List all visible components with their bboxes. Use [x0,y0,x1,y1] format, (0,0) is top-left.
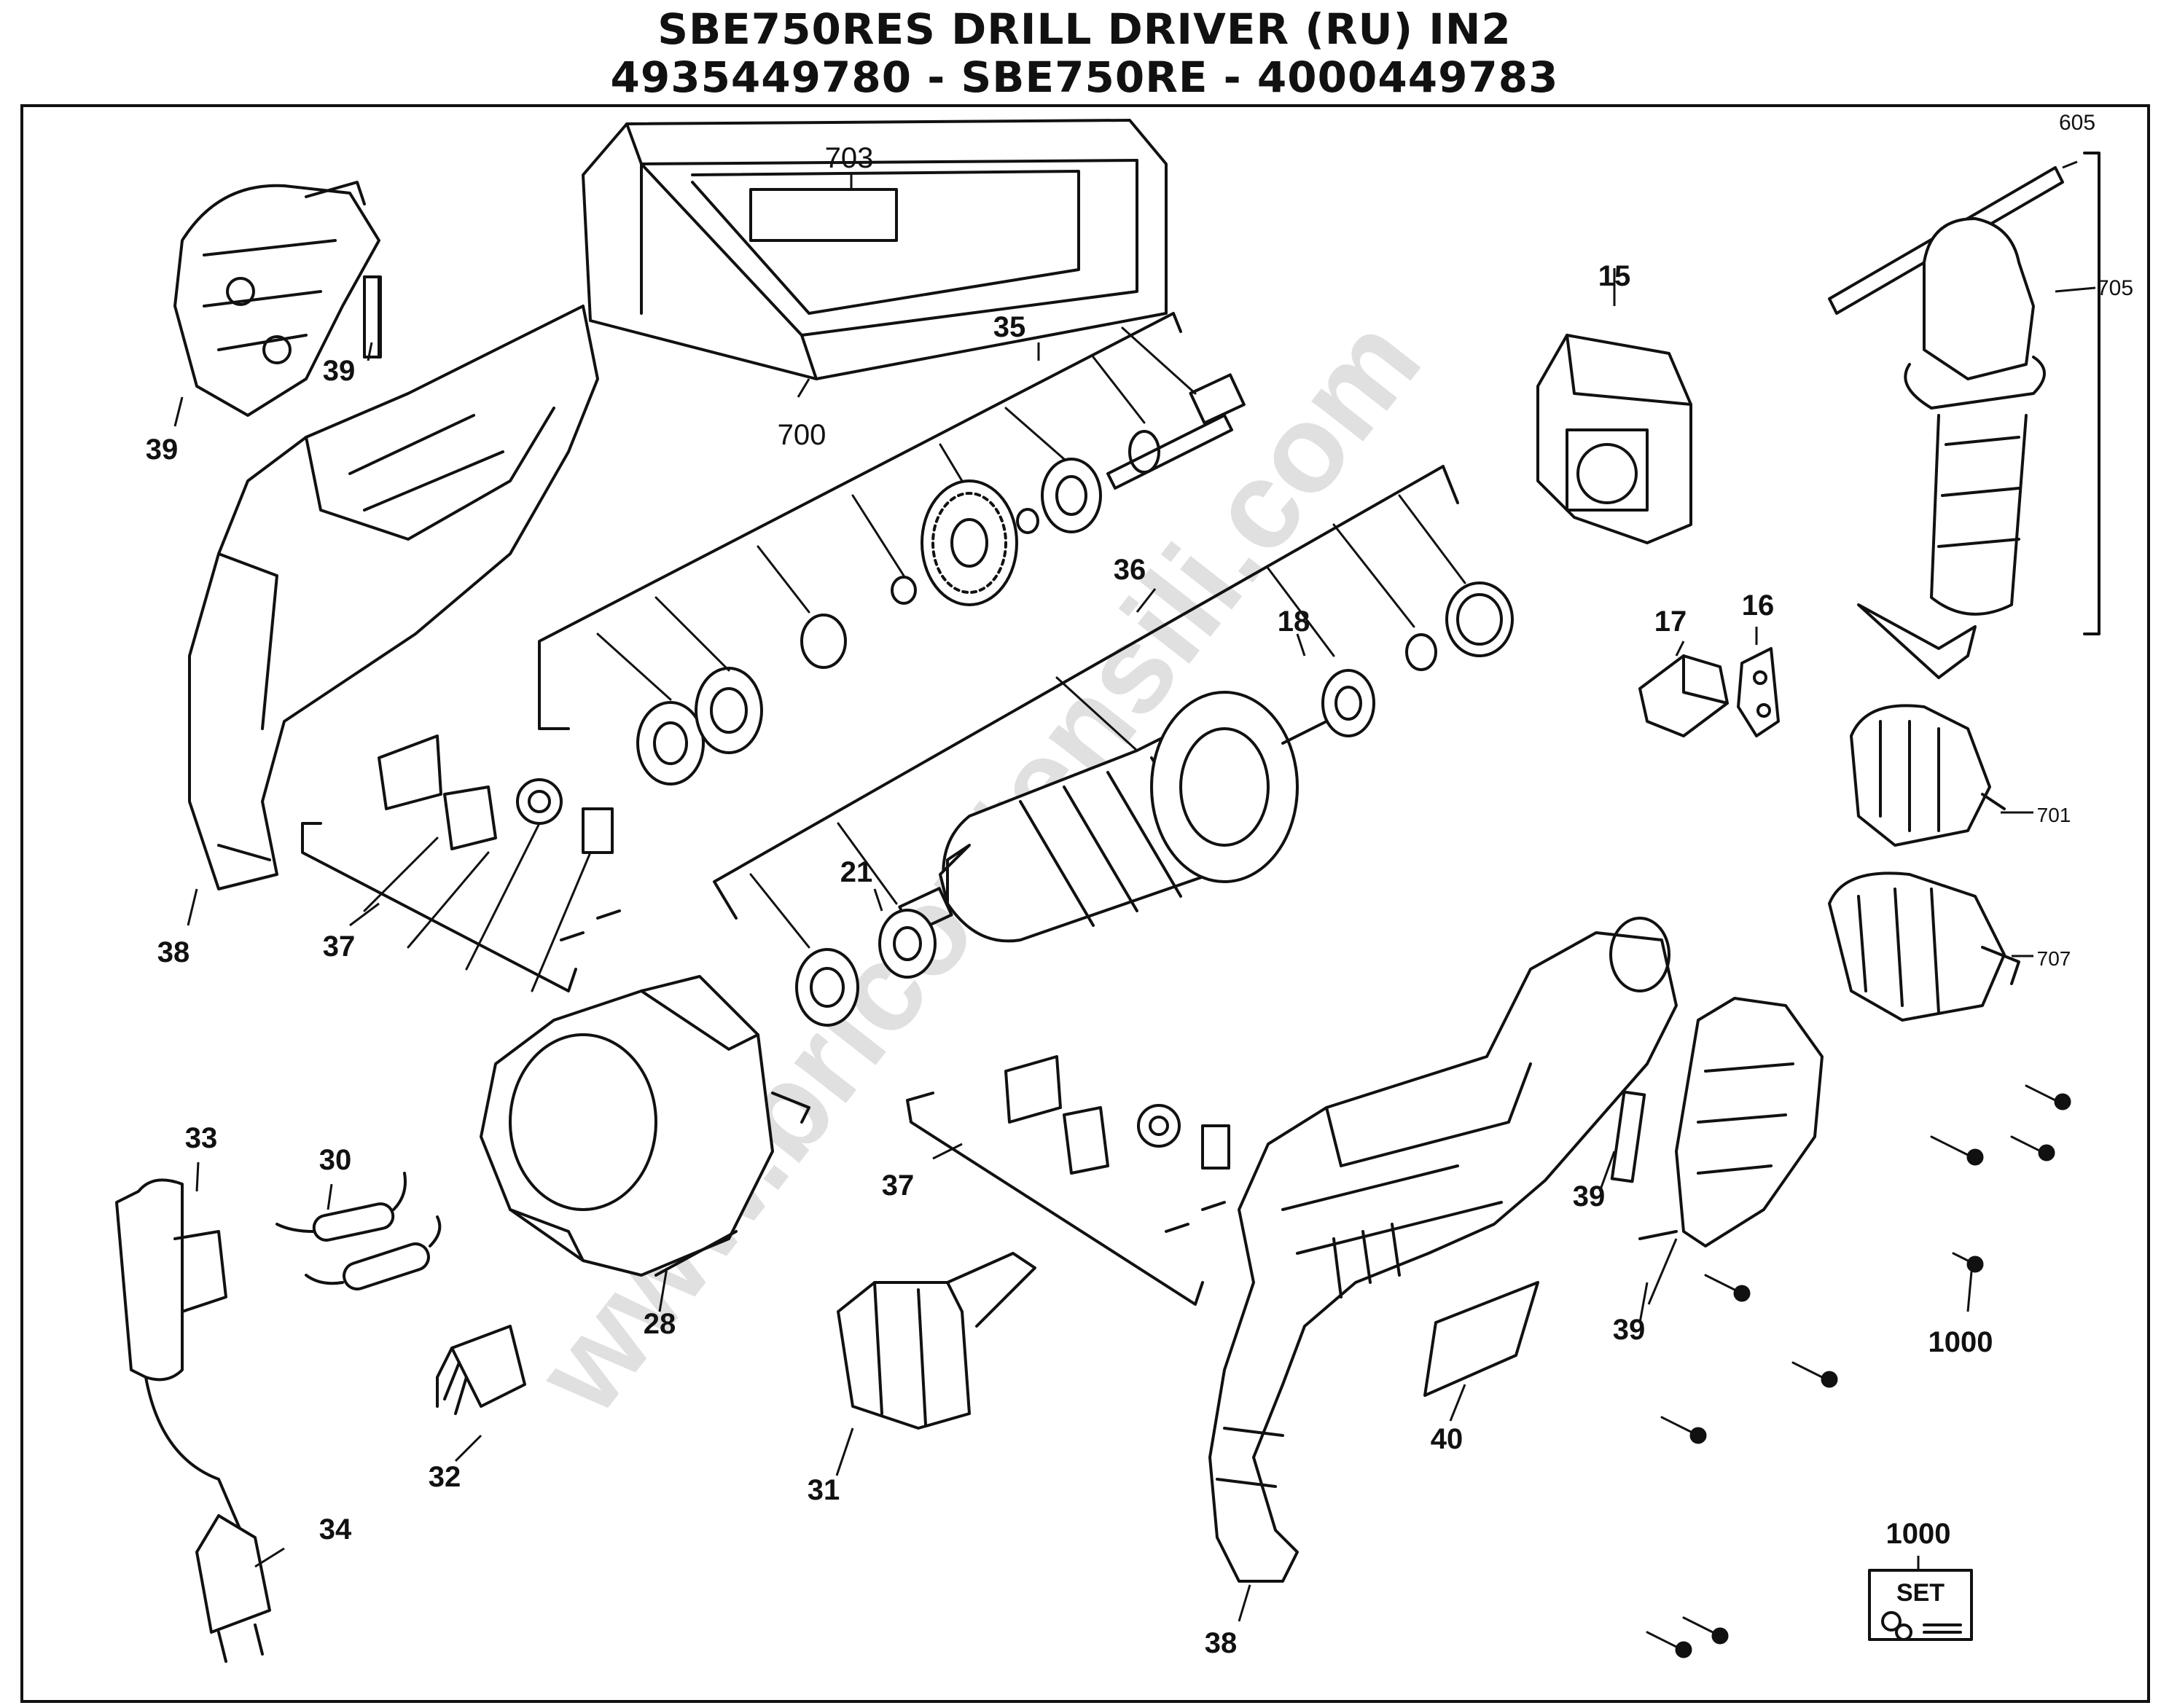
handle-bracket [2083,152,2100,635]
part-label-18: 18 [1278,606,1310,638]
switch-part [837,1252,1036,1430]
bearing-part [795,581,1514,1027]
part-label-17: 17 [1654,606,1687,638]
capacitor-part [275,1172,442,1290]
assembled-drill-part [1208,917,1678,1583]
power-cord-part [115,1178,271,1663]
keyed-chuck-part [1850,603,2006,847]
part-label-35: 35 [993,311,1026,343]
stator-part [480,975,810,1277]
switch-lever-part [1638,654,1729,737]
part-label-15: 15 [1598,260,1631,292]
part-label-32: 32 [429,1461,461,1493]
suppressor-part [436,1325,526,1415]
carry-case-part [582,119,1168,380]
part-label-28: 28 [644,1308,676,1340]
part-label-39c: 39 [1573,1180,1606,1213]
part-label-705: 705 [2097,276,2133,300]
brush-holder-set-left [378,734,621,941]
gear-part [921,479,1018,606]
sticker-part [363,275,382,359]
part-label-707: 707 [2037,947,2071,970]
diagram-subtitle: 4935449780 - SBE750RE - 4000449783 [610,52,1559,102]
part-label-37b: 37 [882,1170,915,1202]
part-label-31: 31 [808,1474,840,1506]
keyless-chuck-part [1828,871,2020,1022]
part-label-38a: 38 [157,936,190,968]
plate-part [1737,647,1780,737]
bearing-part [636,458,1102,786]
cover-part-right [1610,997,1824,1247]
armature-part [898,691,1328,943]
part-label-38b: 38 [1205,1627,1238,1659]
bracket-36 [713,465,1459,920]
housing-half-left [188,305,599,890]
part-label-39b: 39 [146,434,179,466]
spindle-part [1106,373,1246,490]
part-label-605: 605 [2059,111,2095,135]
screw-parts [1646,1084,2071,1658]
part-label-36: 36 [1114,554,1146,586]
side-handle-part [1828,166,2064,616]
part-label-40: 40 [1431,1423,1463,1455]
brush-holder-set-right [1004,1055,1230,1233]
part-label-1000a: 1000 [1928,1326,1993,1358]
set-badge [1868,1569,1973,1641]
part-label-700: 700 [778,419,826,451]
gear-housing-part [1536,334,1692,544]
part-label-21: 21 [840,856,873,888]
part-label-30: 30 [319,1144,352,1176]
part-label-39a: 39 [323,355,356,387]
bracket-37a [301,822,577,992]
part-label-1000b: 1000 [1886,1518,1951,1550]
label-part [1423,1281,1539,1397]
leader-lines [173,160,2096,1622]
part-label-37a: 37 [323,931,356,963]
bracket-35 [538,312,1182,730]
bracket-37b [906,1092,1204,1306]
diagram-frame [20,104,2150,1703]
part-label-16: 16 [1742,589,1775,622]
part-label-703: 703 [825,142,874,174]
diagram-title: SBE750RES DRILL DRIVER (RU) IN2 [657,4,1512,54]
part-label-33: 33 [185,1122,218,1154]
set-badge-label: SET [1896,1579,1945,1607]
part-label-39d: 39 [1613,1314,1646,1346]
part-label-701: 701 [2037,804,2071,826]
part-label-34: 34 [319,1513,352,1546]
